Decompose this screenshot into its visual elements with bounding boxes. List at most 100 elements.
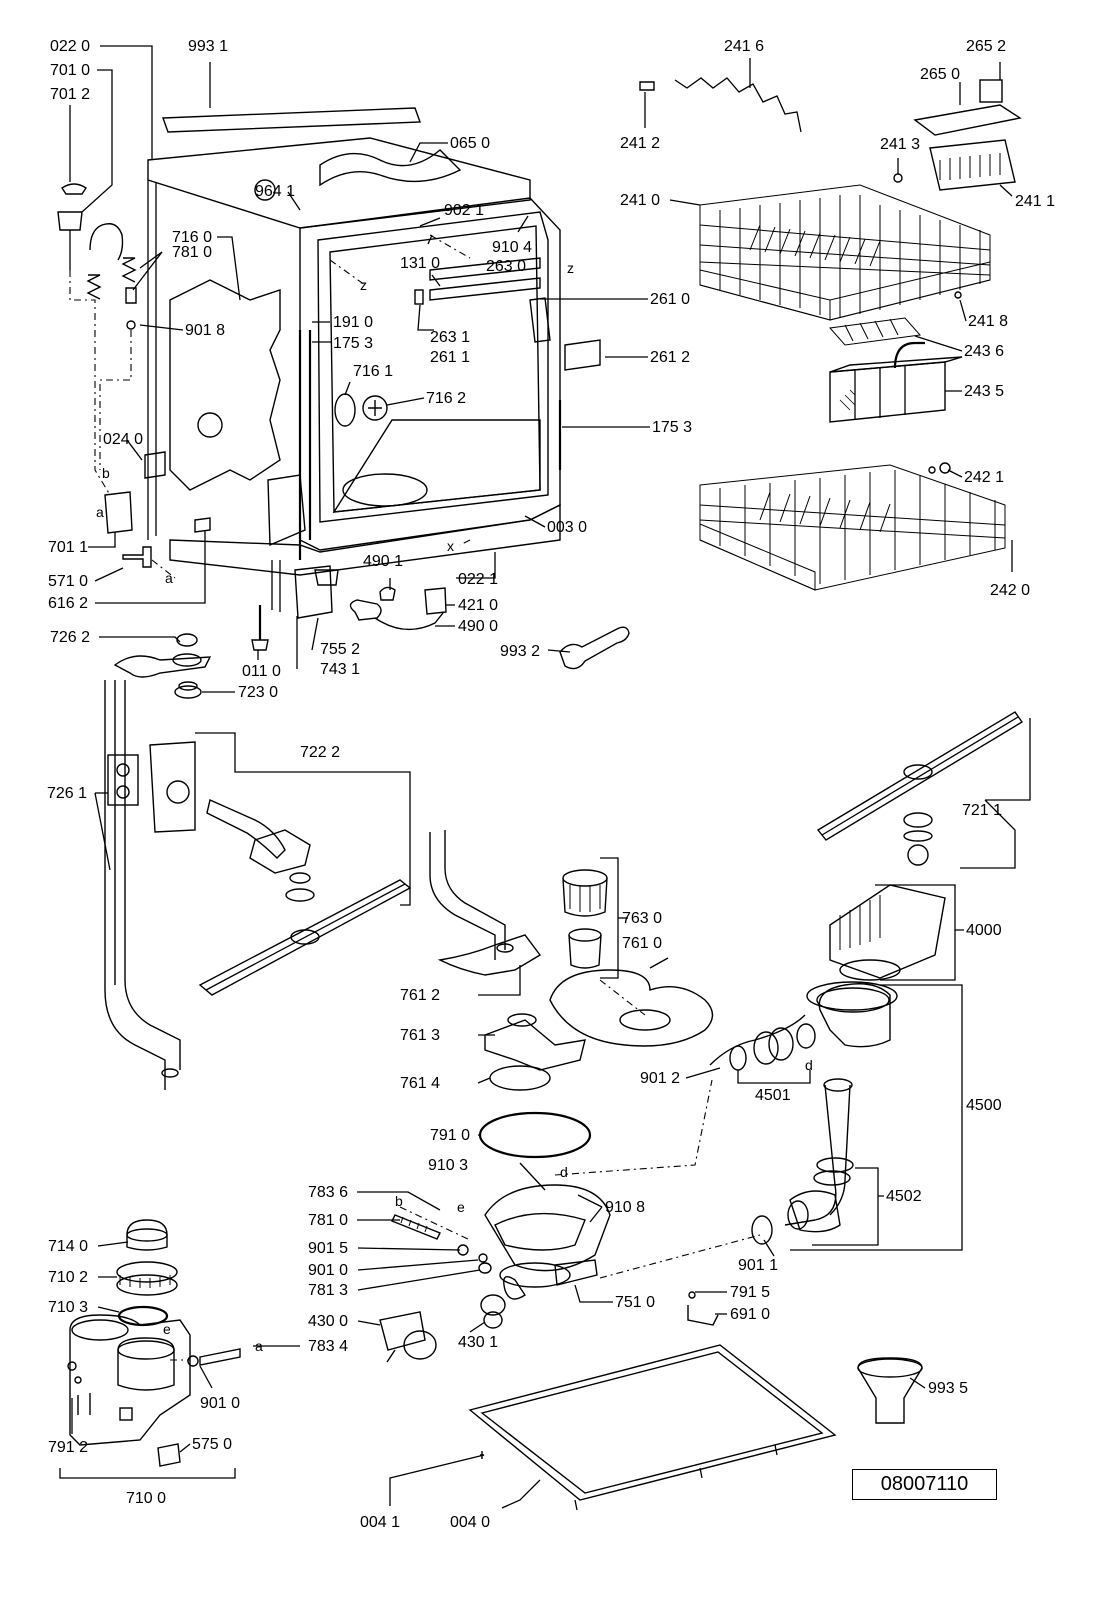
part-label: 901 2 bbox=[640, 1070, 680, 1087]
part-label: 902 1 bbox=[444, 202, 484, 219]
part-label: 781 0 bbox=[172, 244, 212, 261]
part-label: 4000 bbox=[966, 922, 1002, 939]
reference-number-box: 08007110 bbox=[852, 1469, 997, 1500]
part-label: 430 0 bbox=[308, 1313, 348, 1330]
part-labels: 022 0 993 1 701 0 701 2 065 0 964 1 902 … bbox=[47, 38, 1055, 1531]
part-label: 710 3 bbox=[48, 1299, 88, 1316]
connector-letter: a bbox=[96, 504, 104, 520]
part-label: 743 1 bbox=[320, 661, 360, 678]
part-label: 901 8 bbox=[185, 322, 225, 339]
connector-letter: a bbox=[255, 1338, 263, 1354]
part-label: 716 1 bbox=[353, 363, 393, 380]
part-label: 571 0 bbox=[48, 573, 88, 590]
part-label: 575 0 bbox=[192, 1436, 232, 1453]
part-label: 4501 bbox=[755, 1087, 791, 1104]
part-label: 701 1 bbox=[48, 539, 88, 556]
leader-lines bbox=[69, 45, 1031, 1509]
part-label: 003 0 bbox=[547, 519, 587, 536]
part-label: 4500 bbox=[966, 1097, 1002, 1114]
part-label: 004 0 bbox=[450, 1514, 490, 1531]
sump-and-filters bbox=[379, 830, 946, 1363]
part-label: 616 2 bbox=[48, 595, 88, 612]
part-label: 763 0 bbox=[622, 910, 662, 927]
part-label: 791 0 bbox=[430, 1127, 470, 1144]
part-label: 691 0 bbox=[730, 1306, 770, 1323]
part-label: 751 0 bbox=[615, 1294, 655, 1311]
part-label: 022 1 bbox=[458, 571, 498, 588]
part-label: 265 0 bbox=[920, 66, 960, 83]
part-label: 716 0 bbox=[172, 229, 212, 246]
part-label: 901 1 bbox=[738, 1257, 778, 1274]
connector-letter: d bbox=[560, 1164, 568, 1180]
upper-rack bbox=[639, 77, 1022, 423]
part-label: 723 0 bbox=[238, 684, 278, 701]
part-label: 755 2 bbox=[320, 641, 360, 658]
part-label: 263 0 bbox=[486, 258, 526, 275]
part-label: 261 2 bbox=[650, 349, 690, 366]
part-label: 265 2 bbox=[966, 38, 1006, 55]
part-label: 175 3 bbox=[652, 419, 692, 436]
part-label: 901 0 bbox=[308, 1262, 348, 1279]
part-label: 191 0 bbox=[333, 314, 373, 331]
connector-letter: z bbox=[567, 260, 574, 276]
connector-letter: a bbox=[165, 570, 173, 586]
part-label: 901 5 bbox=[308, 1240, 348, 1257]
part-label: 131 0 bbox=[400, 255, 440, 272]
part-label: 726 1 bbox=[47, 785, 87, 802]
part-label: 430 1 bbox=[458, 1334, 498, 1351]
connector-letter: x bbox=[447, 538, 454, 554]
part-label: 261 1 bbox=[430, 349, 470, 366]
connector-letter: d bbox=[805, 1057, 813, 1073]
water-softener bbox=[59, 1219, 241, 1479]
lower-rack bbox=[699, 462, 1006, 591]
part-label: 701 2 bbox=[50, 86, 90, 103]
left-spray-system bbox=[104, 633, 412, 1090]
part-label: 761 2 bbox=[400, 987, 440, 1004]
part-label: 910 3 bbox=[428, 1157, 468, 1174]
part-label: 783 4 bbox=[308, 1338, 348, 1355]
connector-letter: b bbox=[102, 465, 110, 481]
part-label: 241 1 bbox=[1015, 193, 1055, 210]
part-label: 241 0 bbox=[620, 192, 660, 209]
connector-letter: z bbox=[360, 277, 367, 293]
connector-letter: e bbox=[457, 1199, 465, 1215]
part-label: 964 1 bbox=[255, 183, 295, 200]
connector-letters: b a z z a x d d e b e a bbox=[96, 260, 813, 1354]
part-label: 241 2 bbox=[620, 135, 660, 152]
part-label: 243 5 bbox=[964, 383, 1004, 400]
part-label: 993 5 bbox=[928, 1380, 968, 1397]
part-label: 761 0 bbox=[622, 935, 662, 952]
part-label: 710 0 bbox=[126, 1490, 166, 1507]
part-label: 701 0 bbox=[50, 62, 90, 79]
part-label: 065 0 bbox=[450, 135, 490, 152]
part-label: 241 8 bbox=[968, 313, 1008, 330]
part-label: 714 0 bbox=[48, 1238, 88, 1255]
part-label: 716 2 bbox=[426, 390, 466, 407]
part-label: 993 1 bbox=[188, 38, 228, 55]
part-label: 783 6 bbox=[308, 1184, 348, 1201]
part-label: 242 1 bbox=[964, 469, 1004, 486]
part-label: 722 2 bbox=[300, 744, 340, 761]
part-label: 761 3 bbox=[400, 1027, 440, 1044]
part-label: 781 0 bbox=[308, 1212, 348, 1229]
part-label: 791 5 bbox=[730, 1284, 770, 1301]
part-label: 004 1 bbox=[360, 1514, 400, 1531]
part-label: 761 4 bbox=[400, 1075, 440, 1092]
connector-letter: e bbox=[163, 1321, 171, 1337]
part-label: 910 4 bbox=[492, 239, 532, 256]
part-label: 175 3 bbox=[333, 335, 373, 352]
part-label: 263 1 bbox=[430, 329, 470, 346]
part-label: 241 6 bbox=[724, 38, 764, 55]
part-label: 901 0 bbox=[200, 1395, 240, 1412]
part-label: 022 0 bbox=[50, 38, 90, 55]
part-label: 421 0 bbox=[458, 597, 498, 614]
part-label: 781 3 bbox=[308, 1282, 348, 1299]
dishwasher-cabinet bbox=[57, 107, 630, 670]
part-label: 243 6 bbox=[964, 343, 1004, 360]
part-label: 721 1 bbox=[962, 802, 1002, 819]
part-label: 726 2 bbox=[50, 629, 90, 646]
part-label: 993 2 bbox=[500, 643, 540, 660]
part-label: 791 2 bbox=[48, 1439, 88, 1456]
connector-letter: b bbox=[395, 1193, 403, 1209]
